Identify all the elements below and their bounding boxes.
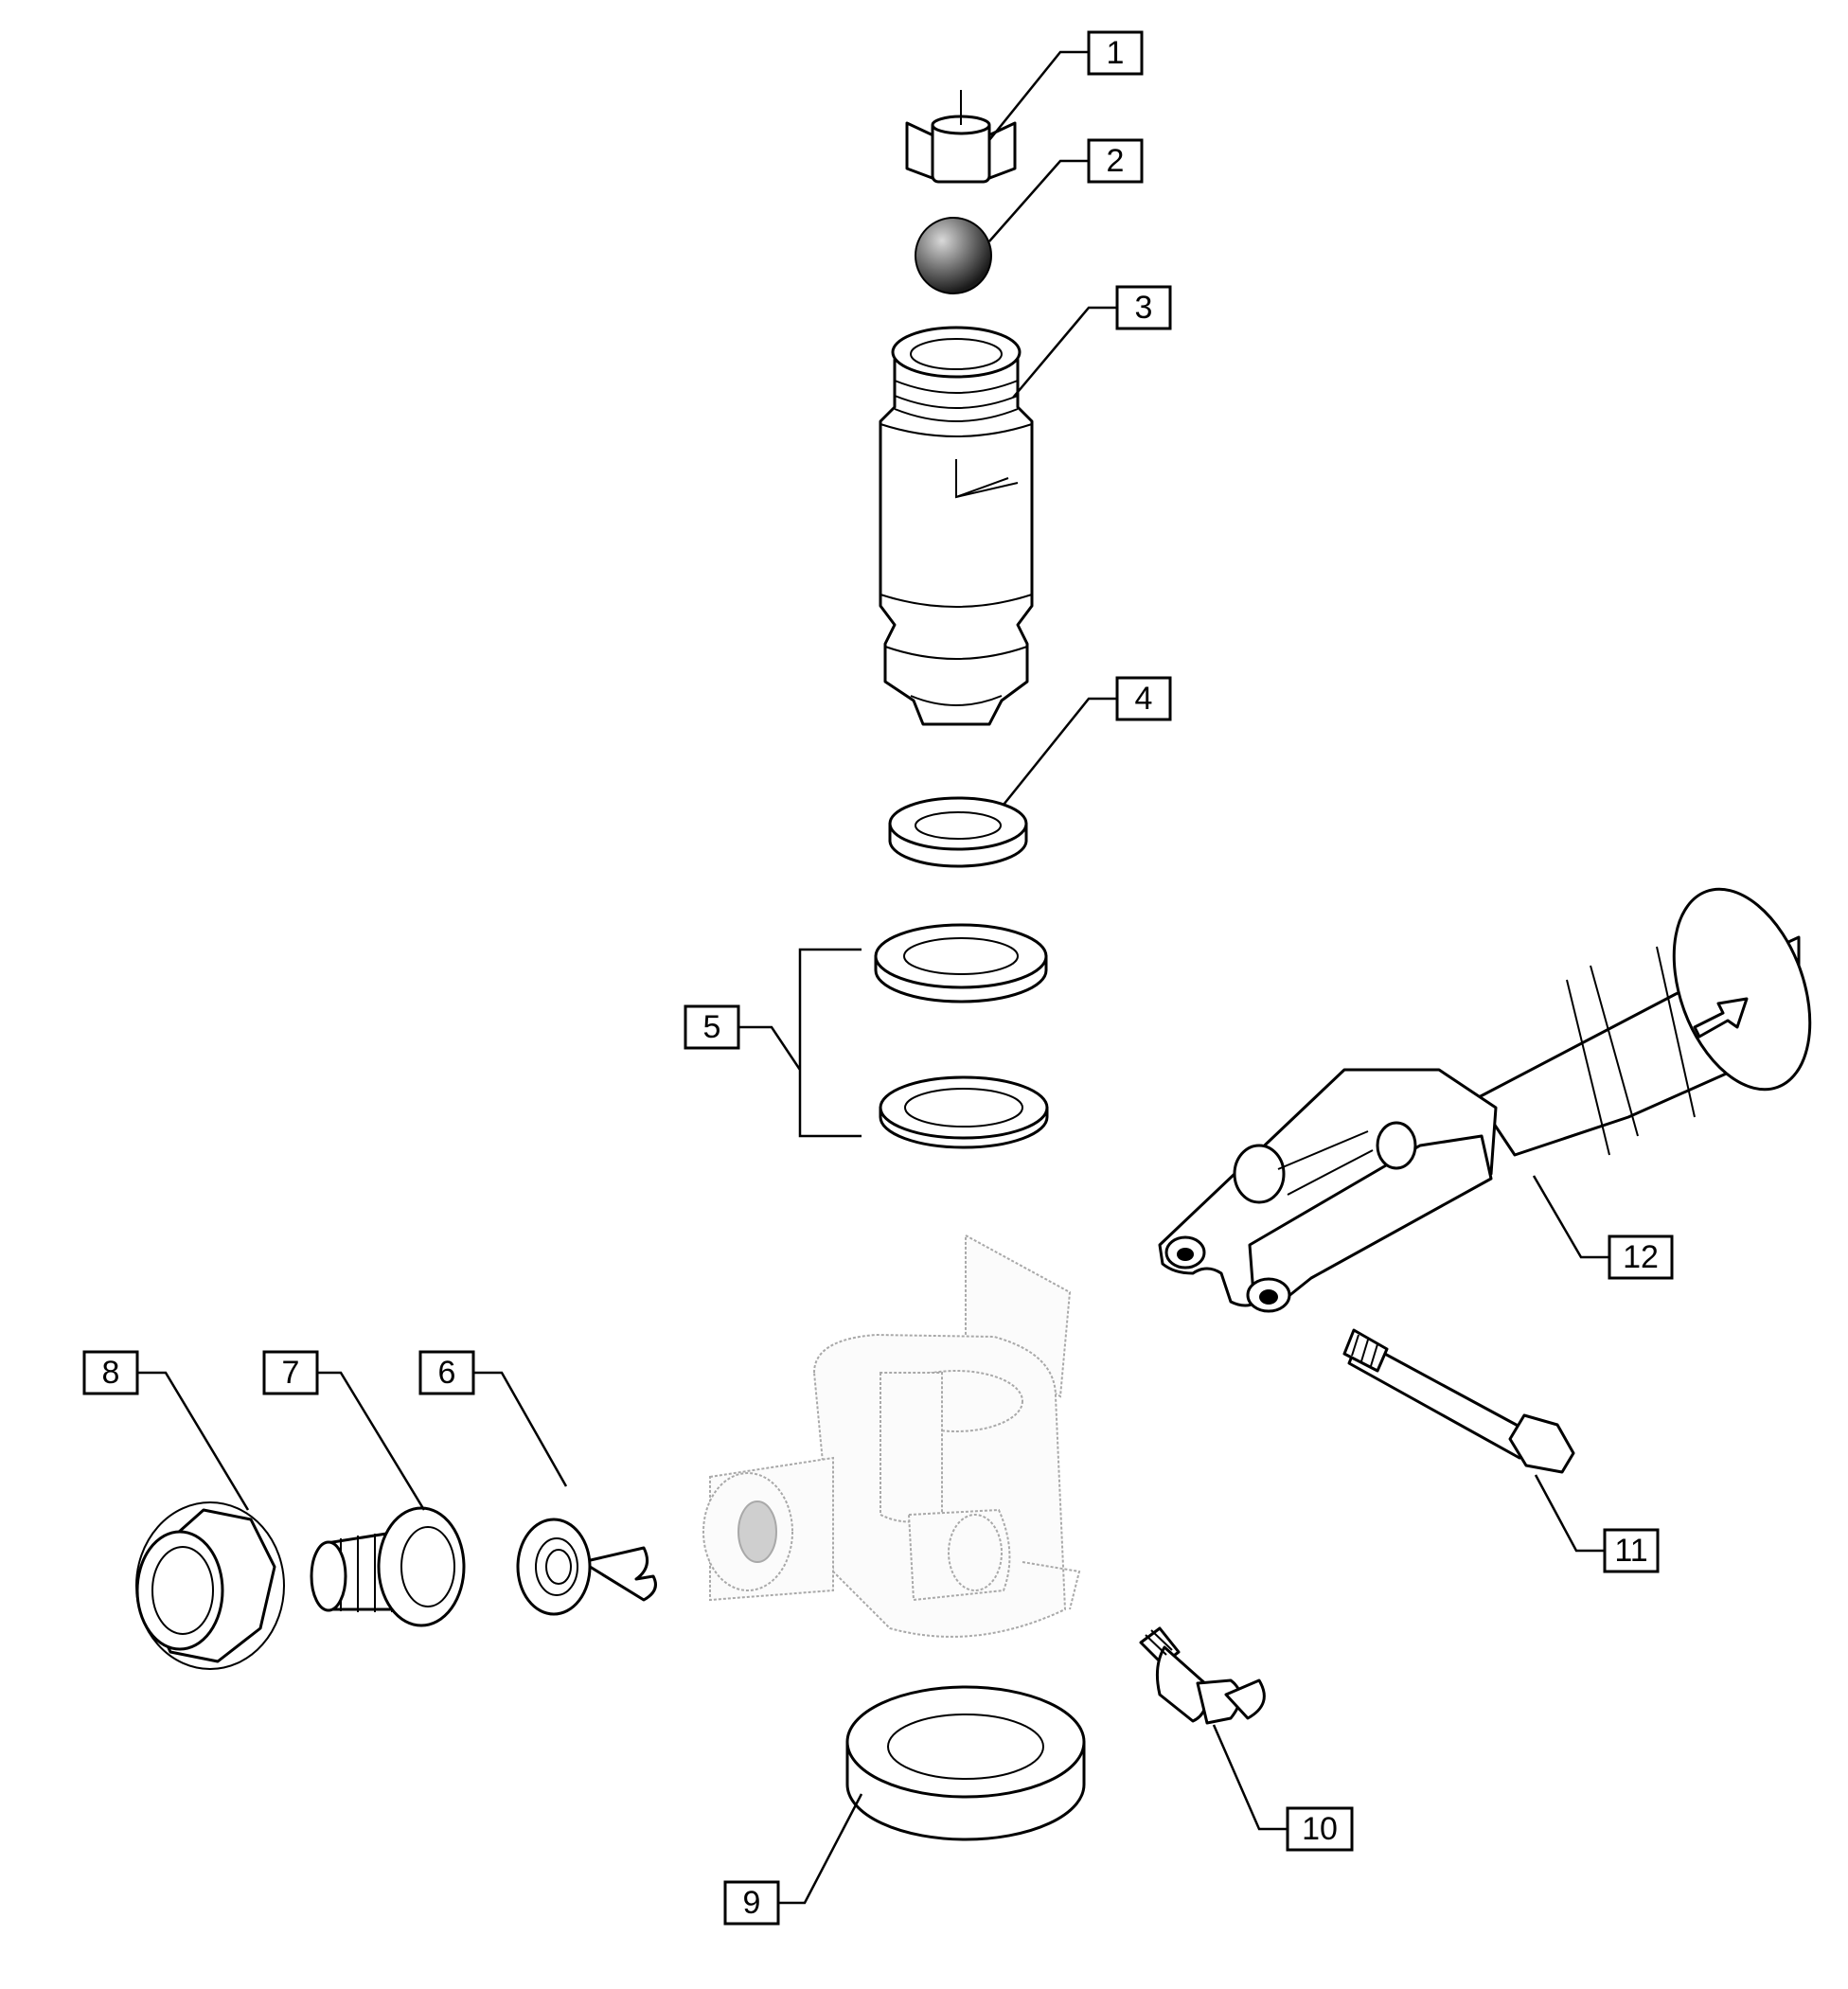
part-3-probe-body <box>879 326 1034 726</box>
leader-8 <box>137 1371 250 1511</box>
part-12-lever-handle <box>1158 887 1812 1313</box>
leader-9 <box>778 1793 863 1905</box>
callout-7: 7 <box>262 1350 319 1395</box>
leader-4 <box>1003 697 1117 806</box>
leader-6 <box>473 1371 568 1487</box>
callout-8-label: 8 <box>102 1355 120 1391</box>
callout-9-label: 9 <box>743 1885 761 1921</box>
part-10-relief-valve <box>1139 1626 1266 1725</box>
leader-5 <box>738 948 862 1138</box>
leader-11 <box>1534 1474 1605 1553</box>
leader-10 <box>1212 1724 1288 1831</box>
coupler-body-ghost <box>702 1234 1081 1638</box>
callout-9: 9 <box>723 1880 780 1926</box>
part-8-hex-nut <box>135 1501 285 1670</box>
callout-8: 8 <box>82 1350 139 1395</box>
leader-1 <box>988 50 1089 141</box>
callout-4: 4 <box>1115 676 1172 721</box>
callout-5-label: 5 <box>703 1009 721 1045</box>
part-11-pin <box>1342 1328 1575 1474</box>
callout-10-label: 10 <box>1302 1811 1338 1847</box>
callout-1-label: 1 <box>1107 35 1125 71</box>
callout-1: 1 <box>1087 30 1144 76</box>
leader-12 <box>1532 1175 1609 1259</box>
part-4-washer <box>888 796 1028 868</box>
callout-2: 2 <box>1087 138 1144 184</box>
part-1-ball-retainer <box>905 90 1017 184</box>
callout-3: 3 <box>1115 285 1172 330</box>
callout-3-label: 3 <box>1135 290 1153 326</box>
leader-7 <box>317 1371 426 1511</box>
part-5-gasket-upper <box>874 923 1048 1003</box>
part-6-check-valve-seat <box>516 1518 657 1616</box>
part-2-ball <box>915 217 992 294</box>
leader-3 <box>1012 306 1117 399</box>
callout-7-label: 7 <box>282 1355 300 1391</box>
leader-2 <box>988 159 1089 242</box>
callout-10: 10 <box>1286 1806 1354 1852</box>
callout-4-label: 4 <box>1135 681 1153 717</box>
callout-11: 11 <box>1603 1528 1660 1573</box>
leader-lines <box>137 50 1609 1905</box>
callout-6-label: 6 <box>438 1355 456 1391</box>
part-5-gasket-lower <box>879 1075 1049 1149</box>
callout-12: 12 <box>1608 1234 1674 1280</box>
part-7-hose-tail <box>310 1506 466 1627</box>
callout-11-label: 11 <box>1614 1533 1647 1569</box>
callout-5: 5 <box>684 1004 740 1050</box>
callout-12-label: 12 <box>1623 1239 1659 1275</box>
part-9-large-washer <box>845 1685 1086 1841</box>
callout-2-label: 2 <box>1107 143 1125 179</box>
callout-6: 6 <box>418 1350 475 1395</box>
